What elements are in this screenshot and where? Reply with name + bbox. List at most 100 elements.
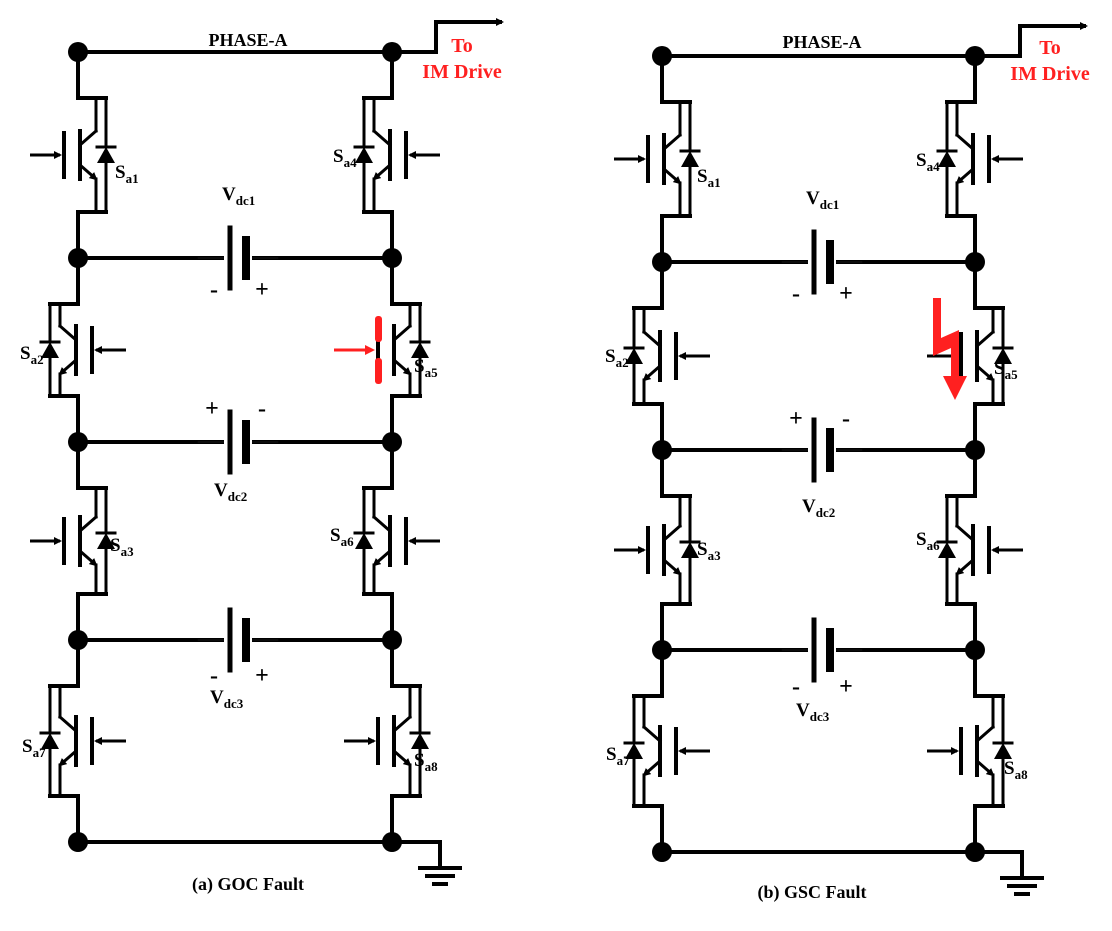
circuit-drawing [30, 18, 1088, 896]
junction-node [652, 640, 672, 660]
junction-node [652, 252, 672, 272]
output-label-line2: IM Drive [422, 61, 502, 83]
switch-label-a5: Sa5 [414, 356, 438, 380]
wire [57, 714, 79, 734]
switch-label-a2: Sa2 [605, 346, 629, 370]
switch-label-a3: Sa3 [110, 535, 134, 559]
wire [77, 128, 99, 148]
diode-triangle [411, 733, 429, 749]
diode-triangle [97, 533, 115, 549]
emitter-arrow [58, 749, 77, 767]
fault-open-marker [375, 316, 382, 342]
junction-node [68, 630, 88, 650]
wire [57, 323, 79, 343]
minus-sign: - [842, 406, 850, 432]
diode-triangle [625, 743, 643, 759]
emitter-arrow [393, 749, 412, 767]
switch-label-a8: Sa8 [414, 750, 438, 774]
minus-sign: - [210, 277, 218, 303]
junction-node [382, 432, 402, 452]
caption: (a) GOC Fault [192, 874, 304, 895]
ground-symbol [1000, 850, 1044, 896]
emitter-arrow [955, 167, 974, 185]
igbt-switch [353, 82, 440, 228]
diode-triangle [41, 733, 59, 749]
phase-label: PHASE-A [782, 32, 861, 52]
source-label-dc1: Vdc1 [222, 184, 255, 208]
junction-node [965, 640, 985, 660]
diode-triangle [411, 342, 429, 358]
diode-triangle [994, 348, 1012, 364]
diode-triangle [681, 151, 699, 167]
switch-label-a1: Sa1 [697, 166, 721, 190]
switch-label-a3: Sa3 [697, 539, 721, 563]
emitter-arrow [955, 558, 974, 576]
fault-short-marker [933, 298, 967, 400]
emitter-arrow [79, 163, 98, 181]
igbt-switch [927, 680, 1014, 822]
igbt-switch [334, 288, 431, 412]
source-label-dc1: Vdc1 [806, 188, 839, 212]
emitter-arrow [58, 358, 77, 376]
wire [954, 132, 976, 152]
source-label-dc2: Vdc2 [802, 496, 835, 520]
junction-node [68, 832, 88, 852]
panel-b-wiring [614, 22, 1088, 896]
igbt-switch [39, 288, 126, 412]
igbt-switch [39, 670, 126, 812]
switch-label-a7: Sa7 [606, 744, 630, 768]
switch-label-a1: Sa1 [115, 162, 139, 186]
panel-b: PHASE-A To IM Drive (b) GSC Fault Sa1 Sa… [605, 32, 1090, 903]
wire [661, 523, 683, 543]
emitter-arrow [976, 364, 995, 382]
panel-a: PHASE-A To IM Drive (a) GOC Fault Sa1 Sa… [20, 30, 502, 895]
minus-sign: - [792, 674, 800, 700]
diode-triangle [41, 342, 59, 358]
igbt-switch [614, 86, 701, 232]
wire [954, 523, 976, 543]
emitter-arrow [663, 167, 682, 185]
switch-label-a6: Sa6 [916, 529, 940, 553]
igbt-switch [936, 86, 1023, 232]
dc-source [227, 409, 250, 475]
wire [391, 323, 413, 343]
junction-node [382, 630, 402, 650]
junction-node [382, 42, 402, 62]
wire [641, 329, 663, 349]
plus-sign: + [839, 281, 853, 307]
wire [371, 128, 393, 148]
diode-triangle [97, 147, 115, 163]
junction-node [965, 46, 985, 66]
dc-source [811, 617, 834, 683]
junction-node [965, 252, 985, 272]
output-label-line1: To [1039, 37, 1061, 59]
plus-sign: + [255, 277, 269, 303]
switch-label-a6: Sa6 [330, 525, 354, 549]
plus-sign: + [839, 674, 853, 700]
minus-sign: - [258, 396, 266, 422]
emitter-arrow [79, 549, 98, 567]
junction-node [652, 440, 672, 460]
emitter-arrow [393, 358, 412, 376]
igbt-switch [927, 292, 1014, 420]
source-label-dc2: Vdc2 [214, 480, 247, 504]
switch-label-a4: Sa4 [916, 150, 940, 174]
switch-label-a4: Sa4 [333, 146, 357, 170]
junction-node [965, 842, 985, 862]
diode-triangle [625, 348, 643, 364]
ground-symbol [418, 840, 462, 886]
emitter-arrow [642, 364, 661, 382]
plus-sign: + [205, 396, 219, 422]
junction-node [652, 46, 672, 66]
wire [974, 329, 996, 349]
wire [77, 514, 99, 534]
plus-sign: + [789, 406, 803, 432]
igbt-switch [936, 480, 1023, 620]
junction-node [68, 432, 88, 452]
diode-triangle [994, 743, 1012, 759]
caption: (b) GSC Fault [757, 882, 866, 903]
junction-node [68, 42, 88, 62]
source-label-dc3: Vdc3 [210, 687, 244, 711]
wire [661, 132, 683, 152]
